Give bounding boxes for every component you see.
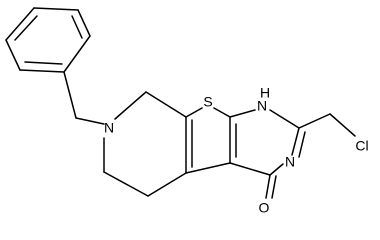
bond [5, 7, 35, 41]
ring-nitrogen-label: N [285, 154, 295, 170]
bond [75, 117, 105, 125]
bond [271, 175, 277, 199]
bond [114, 91, 147, 120]
molecule-diagram: S H N N N Cl O [5, 7, 369, 216]
bond [291, 127, 300, 156]
bond [147, 172, 187, 197]
bond [229, 109, 256, 118]
bond [5, 39, 21, 71]
bond [298, 131, 306, 158]
nh-hydrogen-label: H [260, 85, 270, 101]
bond [103, 171, 149, 197]
bond [145, 91, 187, 118]
bond [24, 61, 63, 65]
sulfur-atom-label: S [203, 94, 212, 110]
bond [63, 35, 91, 73]
bond [329, 113, 356, 137]
nh-nitrogen-label: N [257, 98, 267, 114]
bond [229, 162, 271, 176]
bond [213, 107, 231, 118]
bond [269, 163, 284, 176]
bond [298, 113, 331, 129]
structure-canvas: S H N N N Cl O [5, 7, 369, 216]
bond [77, 9, 91, 37]
bond [185, 162, 231, 174]
bond [19, 69, 65, 73]
bond [33, 7, 79, 11]
amine-nitrogen-label: N [104, 120, 114, 136]
atom-labels: S H N N N Cl O [104, 85, 369, 216]
bond [63, 71, 77, 119]
bond [265, 174, 271, 199]
bond [71, 15, 83, 39]
bond [269, 109, 300, 129]
oxygen-atom-label: O [259, 200, 270, 216]
bond [185, 107, 203, 118]
bonds [5, 7, 356, 199]
bond [14, 15, 38, 41]
chlorine-atom-label: Cl [355, 138, 368, 154]
